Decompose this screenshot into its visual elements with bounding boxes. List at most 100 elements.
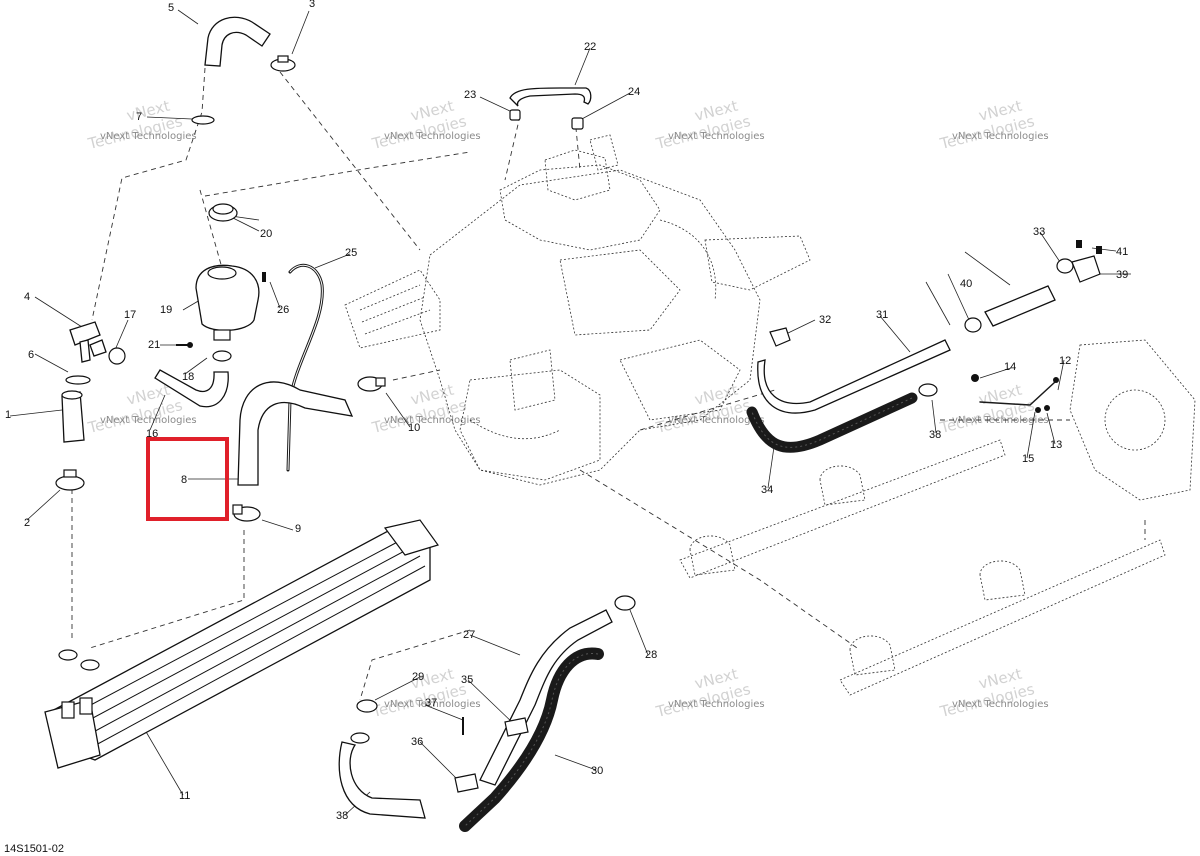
part-8-main-hose <box>237 381 354 486</box>
callout-12: 12 <box>1059 355 1071 367</box>
callout-24: 24 <box>628 86 640 98</box>
engine-cover-plate-outline <box>1069 339 1196 501</box>
part-36-bracket <box>454 773 479 793</box>
callout-34: 34 <box>761 484 773 496</box>
part-10-clamp <box>357 376 386 392</box>
leader-lines <box>9 9 1131 816</box>
callout-10: 10 <box>408 422 420 434</box>
watermark-small-2: vNext Technologies <box>668 131 765 142</box>
callout-18: 18 <box>182 371 194 383</box>
part-33-clamp <box>964 258 1074 333</box>
callout-25: 25 <box>345 247 357 259</box>
part-22-hose <box>509 87 592 107</box>
watermark-small-6: vNext Technologies <box>668 415 765 426</box>
watermark-small-11: vNext Technologies <box>952 699 1049 710</box>
callout-31: 31 <box>876 309 888 321</box>
part-11-heat-exchanger <box>44 519 439 769</box>
part-2-clamp <box>55 469 85 491</box>
engine-block-outline <box>344 134 811 486</box>
callout-39: 39 <box>1116 269 1128 281</box>
part-5-elbow-hose <box>204 16 271 67</box>
part-washers <box>58 649 100 671</box>
callout-36: 36 <box>411 736 423 748</box>
part-30-corrugated-hose <box>459 647 604 832</box>
part-21-screw <box>176 342 193 348</box>
part-17-clamp <box>108 347 126 365</box>
part-28-clamp <box>614 595 636 611</box>
callout-6: 6 <box>28 349 34 361</box>
callout-8: 8 <box>181 474 187 486</box>
part-13-bolt <box>1044 405 1050 411</box>
figure-id-label: 14S1501-02 <box>4 843 64 855</box>
watermark-small-0: vNext Technologies <box>100 131 197 142</box>
watermark-small-5: vNext Technologies <box>384 415 481 426</box>
part-25-vent-hose <box>286 263 324 472</box>
callout-30: 30 <box>591 765 603 777</box>
part-4-tee-fitting <box>69 321 107 363</box>
highlight-box-part-8 <box>146 437 229 521</box>
watermark-small-9: vNext Technologies <box>384 699 481 710</box>
part-31-long-hose <box>757 339 951 414</box>
callout-26: 26 <box>277 304 289 316</box>
callout-5: 5 <box>168 2 174 14</box>
callout-35: 35 <box>461 674 473 686</box>
watermark-small-4: vNext Technologies <box>100 415 197 426</box>
watermark-small-10: vNext Technologies <box>668 699 765 710</box>
callout-28: 28 <box>645 649 657 661</box>
callout-19: 19 <box>160 304 172 316</box>
part-32-elbow <box>769 327 791 347</box>
callout-16: 16 <box>146 428 158 440</box>
callout-37: 37 <box>425 697 437 709</box>
part-1-hose <box>61 390 85 443</box>
callout-2: 2 <box>24 517 30 529</box>
part-38-clamp-right <box>918 383 938 397</box>
part-29-clamp <box>356 699 378 713</box>
part-35-bracket <box>504 717 529 737</box>
callout-20: 20 <box>260 228 272 240</box>
callout-38: 38 <box>929 429 941 441</box>
part-6-clamp <box>65 375 91 385</box>
callout-9: 9 <box>295 523 301 535</box>
watermark-small-3: vNext Technologies <box>952 131 1049 142</box>
watermark-small-1: vNext Technologies <box>384 131 481 142</box>
callout-15: 15 <box>1022 453 1034 465</box>
part-23-fitting <box>509 109 521 121</box>
part-38-lower-hose <box>338 732 426 819</box>
callout-21: 21 <box>148 339 160 351</box>
callout-23: 23 <box>464 89 476 101</box>
part-7-clamp <box>191 115 215 125</box>
callout-7: 7 <box>136 111 142 123</box>
callout-4: 4 <box>24 291 30 303</box>
part-26-clip <box>262 272 266 282</box>
part-39-valve <box>1071 255 1101 283</box>
part-18-clamp <box>212 350 232 362</box>
part-3-hose-clamp <box>270 55 296 72</box>
part-19-coolant-reservoir <box>195 264 260 341</box>
part-40-hose <box>984 285 1056 327</box>
part-14-nut <box>971 374 979 382</box>
callout-33: 33 <box>1033 226 1045 238</box>
callout-13: 13 <box>1050 439 1062 451</box>
callout-17: 17 <box>124 309 136 321</box>
part-20-pressure-cap <box>208 203 238 222</box>
callout-1: 1 <box>5 409 11 421</box>
callout-14: 14 <box>1004 361 1016 373</box>
watermark-small-7: vNext Technologies <box>952 415 1049 426</box>
part-16-curved-hose <box>154 369 229 408</box>
callout-29: 29 <box>412 671 424 683</box>
part-15-bolt <box>1035 407 1041 413</box>
callout-27: 27 <box>463 629 475 641</box>
callout-40: 40 <box>960 278 972 290</box>
part-41-screws <box>1076 240 1102 254</box>
part-9-clamp <box>232 504 261 522</box>
callout-11: 11 <box>179 790 190 802</box>
callout-32: 32 <box>819 314 831 326</box>
part-27-hose <box>479 609 613 786</box>
engine-mount-rails <box>679 439 1166 696</box>
part-24-fitting <box>571 117 584 130</box>
assembly-lines <box>71 67 1146 701</box>
callout-38: 38 <box>336 810 348 822</box>
